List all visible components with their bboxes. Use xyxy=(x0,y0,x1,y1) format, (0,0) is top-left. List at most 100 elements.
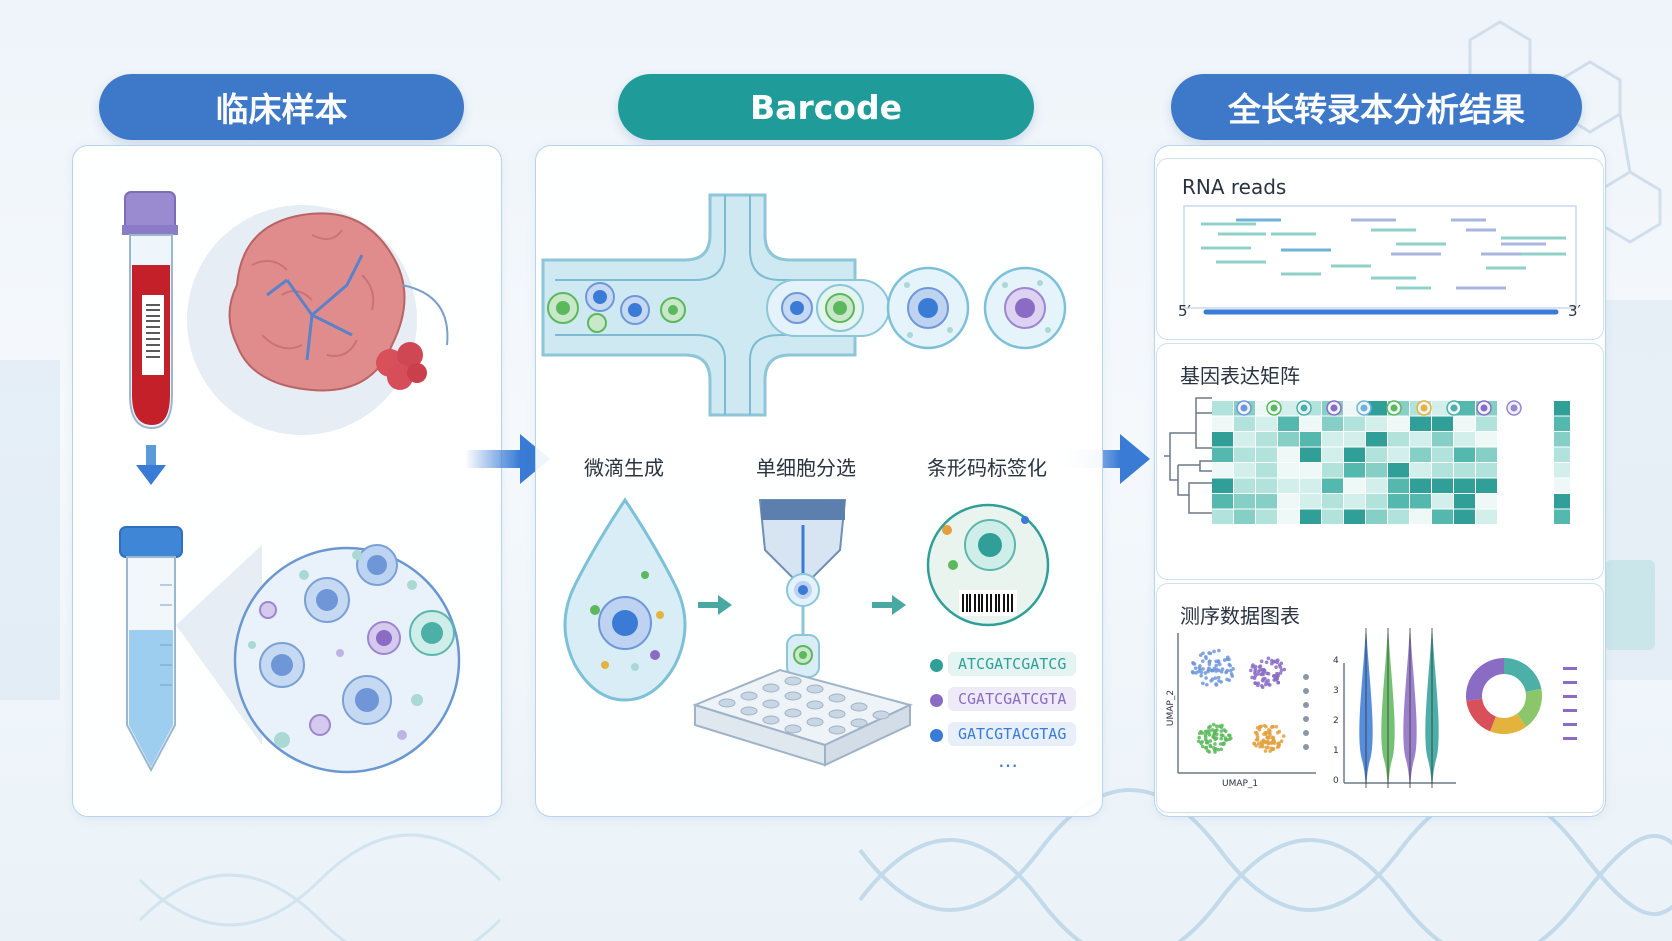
umap-point xyxy=(1208,659,1212,663)
heatmap-cell xyxy=(1278,463,1299,478)
heatmap-cell xyxy=(1278,432,1299,447)
umap-point xyxy=(1219,736,1224,741)
heatmap-cell xyxy=(1388,478,1409,493)
sequence-dot xyxy=(930,659,943,672)
heatmap-cell xyxy=(1256,478,1277,493)
umap-point xyxy=(1214,724,1219,728)
heatmap-cell xyxy=(1212,432,1233,447)
umap-point xyxy=(1228,668,1233,673)
umap-point xyxy=(1214,663,1219,668)
clinical-sample-header: 临床样本 xyxy=(99,74,464,140)
umap-point xyxy=(1225,657,1229,662)
heatmap-cell xyxy=(1322,478,1343,493)
heatmap-cell xyxy=(1388,509,1409,524)
umap-point xyxy=(1281,734,1286,738)
heatmap-cell xyxy=(1432,509,1453,524)
umap-point xyxy=(1200,659,1205,663)
sequence-dot xyxy=(930,729,943,742)
umap-point xyxy=(1204,676,1208,680)
umap-point xyxy=(1268,749,1273,753)
umap-point xyxy=(1210,677,1215,681)
cell-type-marker-core xyxy=(1450,404,1458,412)
umap-point xyxy=(1214,682,1218,686)
droplet-icon xyxy=(563,497,687,702)
umap-point xyxy=(1256,681,1261,686)
heatmap-cell xyxy=(1476,478,1497,493)
heatmap-cell xyxy=(1212,509,1233,524)
umap-point xyxy=(1274,665,1278,670)
heatmap-cell xyxy=(1366,432,1387,447)
dendrogram-icon xyxy=(1164,397,1212,514)
umap-point xyxy=(1206,749,1210,753)
barcode-sequence: GATCGTACGTAG xyxy=(948,722,1077,746)
blood-tube-icon xyxy=(122,191,178,430)
barcode-illustration xyxy=(541,193,1067,767)
umap-point xyxy=(1212,736,1217,740)
cell-type-marker-core xyxy=(1240,404,1248,412)
umap-point xyxy=(1217,668,1221,673)
heatmap-cell xyxy=(1234,447,1255,462)
heatmap-side-cell xyxy=(1554,478,1570,493)
umap-point xyxy=(1263,749,1268,753)
umap-point xyxy=(1224,738,1229,742)
umap-point xyxy=(1259,683,1264,688)
results-header: 全长转录本分析结果 xyxy=(1171,74,1582,140)
umap-point xyxy=(1258,664,1263,668)
heatmap-cell xyxy=(1454,447,1475,462)
umap-x-label: UMAP_1 xyxy=(1222,779,1259,789)
heatmap-cell xyxy=(1476,509,1497,524)
heatmap-side-cell xyxy=(1554,432,1570,447)
sequencing-charts-title: 测序数据图表 xyxy=(1180,604,1300,628)
umap-point xyxy=(1219,747,1224,752)
heatmap-cell xyxy=(1366,416,1387,431)
heatmap-cell xyxy=(1212,401,1233,416)
heatmap-cell xyxy=(1234,478,1255,493)
barcode-sequence: ATCGATCGATCG xyxy=(948,652,1077,676)
umap-point xyxy=(1204,746,1208,750)
clinical-sample-illustration xyxy=(119,191,461,774)
umap-point xyxy=(1277,663,1282,667)
heatmap-cell xyxy=(1256,416,1277,431)
heatmap-cell xyxy=(1300,478,1321,493)
heatmap-cell xyxy=(1454,478,1475,493)
violin-tick: 0 xyxy=(1333,776,1339,786)
rna-reads-title: RNA reads xyxy=(1182,175,1287,199)
heatmap-cell xyxy=(1432,432,1453,447)
umap-point xyxy=(1205,682,1209,687)
heatmap-cell xyxy=(1366,463,1387,478)
umap-point xyxy=(1255,726,1260,730)
cell-type-marker-core xyxy=(1330,404,1338,412)
step-droplet-generation: 微滴生成 xyxy=(584,456,664,480)
heatmap-cell xyxy=(1476,494,1497,509)
heatmap-cell xyxy=(1256,463,1277,478)
umap-point xyxy=(1259,659,1264,664)
umap-point xyxy=(1212,649,1216,654)
umap-point xyxy=(1225,668,1230,673)
umap-point xyxy=(1222,728,1227,732)
umap-point xyxy=(1265,735,1270,740)
umap-point xyxy=(1208,743,1212,748)
umap-point xyxy=(1277,729,1282,734)
umap-point xyxy=(1211,746,1216,750)
umap-point xyxy=(1218,742,1223,746)
umap-point xyxy=(1205,729,1209,734)
cell-type-marker-core xyxy=(1300,404,1308,412)
heatmap-cell xyxy=(1212,416,1233,431)
umap-point xyxy=(1209,668,1213,672)
umap-point xyxy=(1260,667,1265,672)
heatmap-cell xyxy=(1234,509,1255,524)
heatmap-cell xyxy=(1454,432,1475,447)
umap-point xyxy=(1266,671,1271,676)
heatmap-cell xyxy=(1256,432,1277,447)
umap-point xyxy=(1270,735,1275,740)
heatmap-cell xyxy=(1410,494,1431,509)
heatmap-cell xyxy=(1278,509,1299,524)
heatmap-cell xyxy=(1432,416,1453,431)
arrow-down-icon xyxy=(136,445,166,485)
umap-point xyxy=(1207,725,1211,730)
sequence-dot xyxy=(930,694,943,707)
umap-point xyxy=(1193,666,1198,671)
heatmap-side-cell xyxy=(1554,494,1570,509)
heatmap-side-cell xyxy=(1554,401,1570,416)
umap-point xyxy=(1260,678,1265,683)
